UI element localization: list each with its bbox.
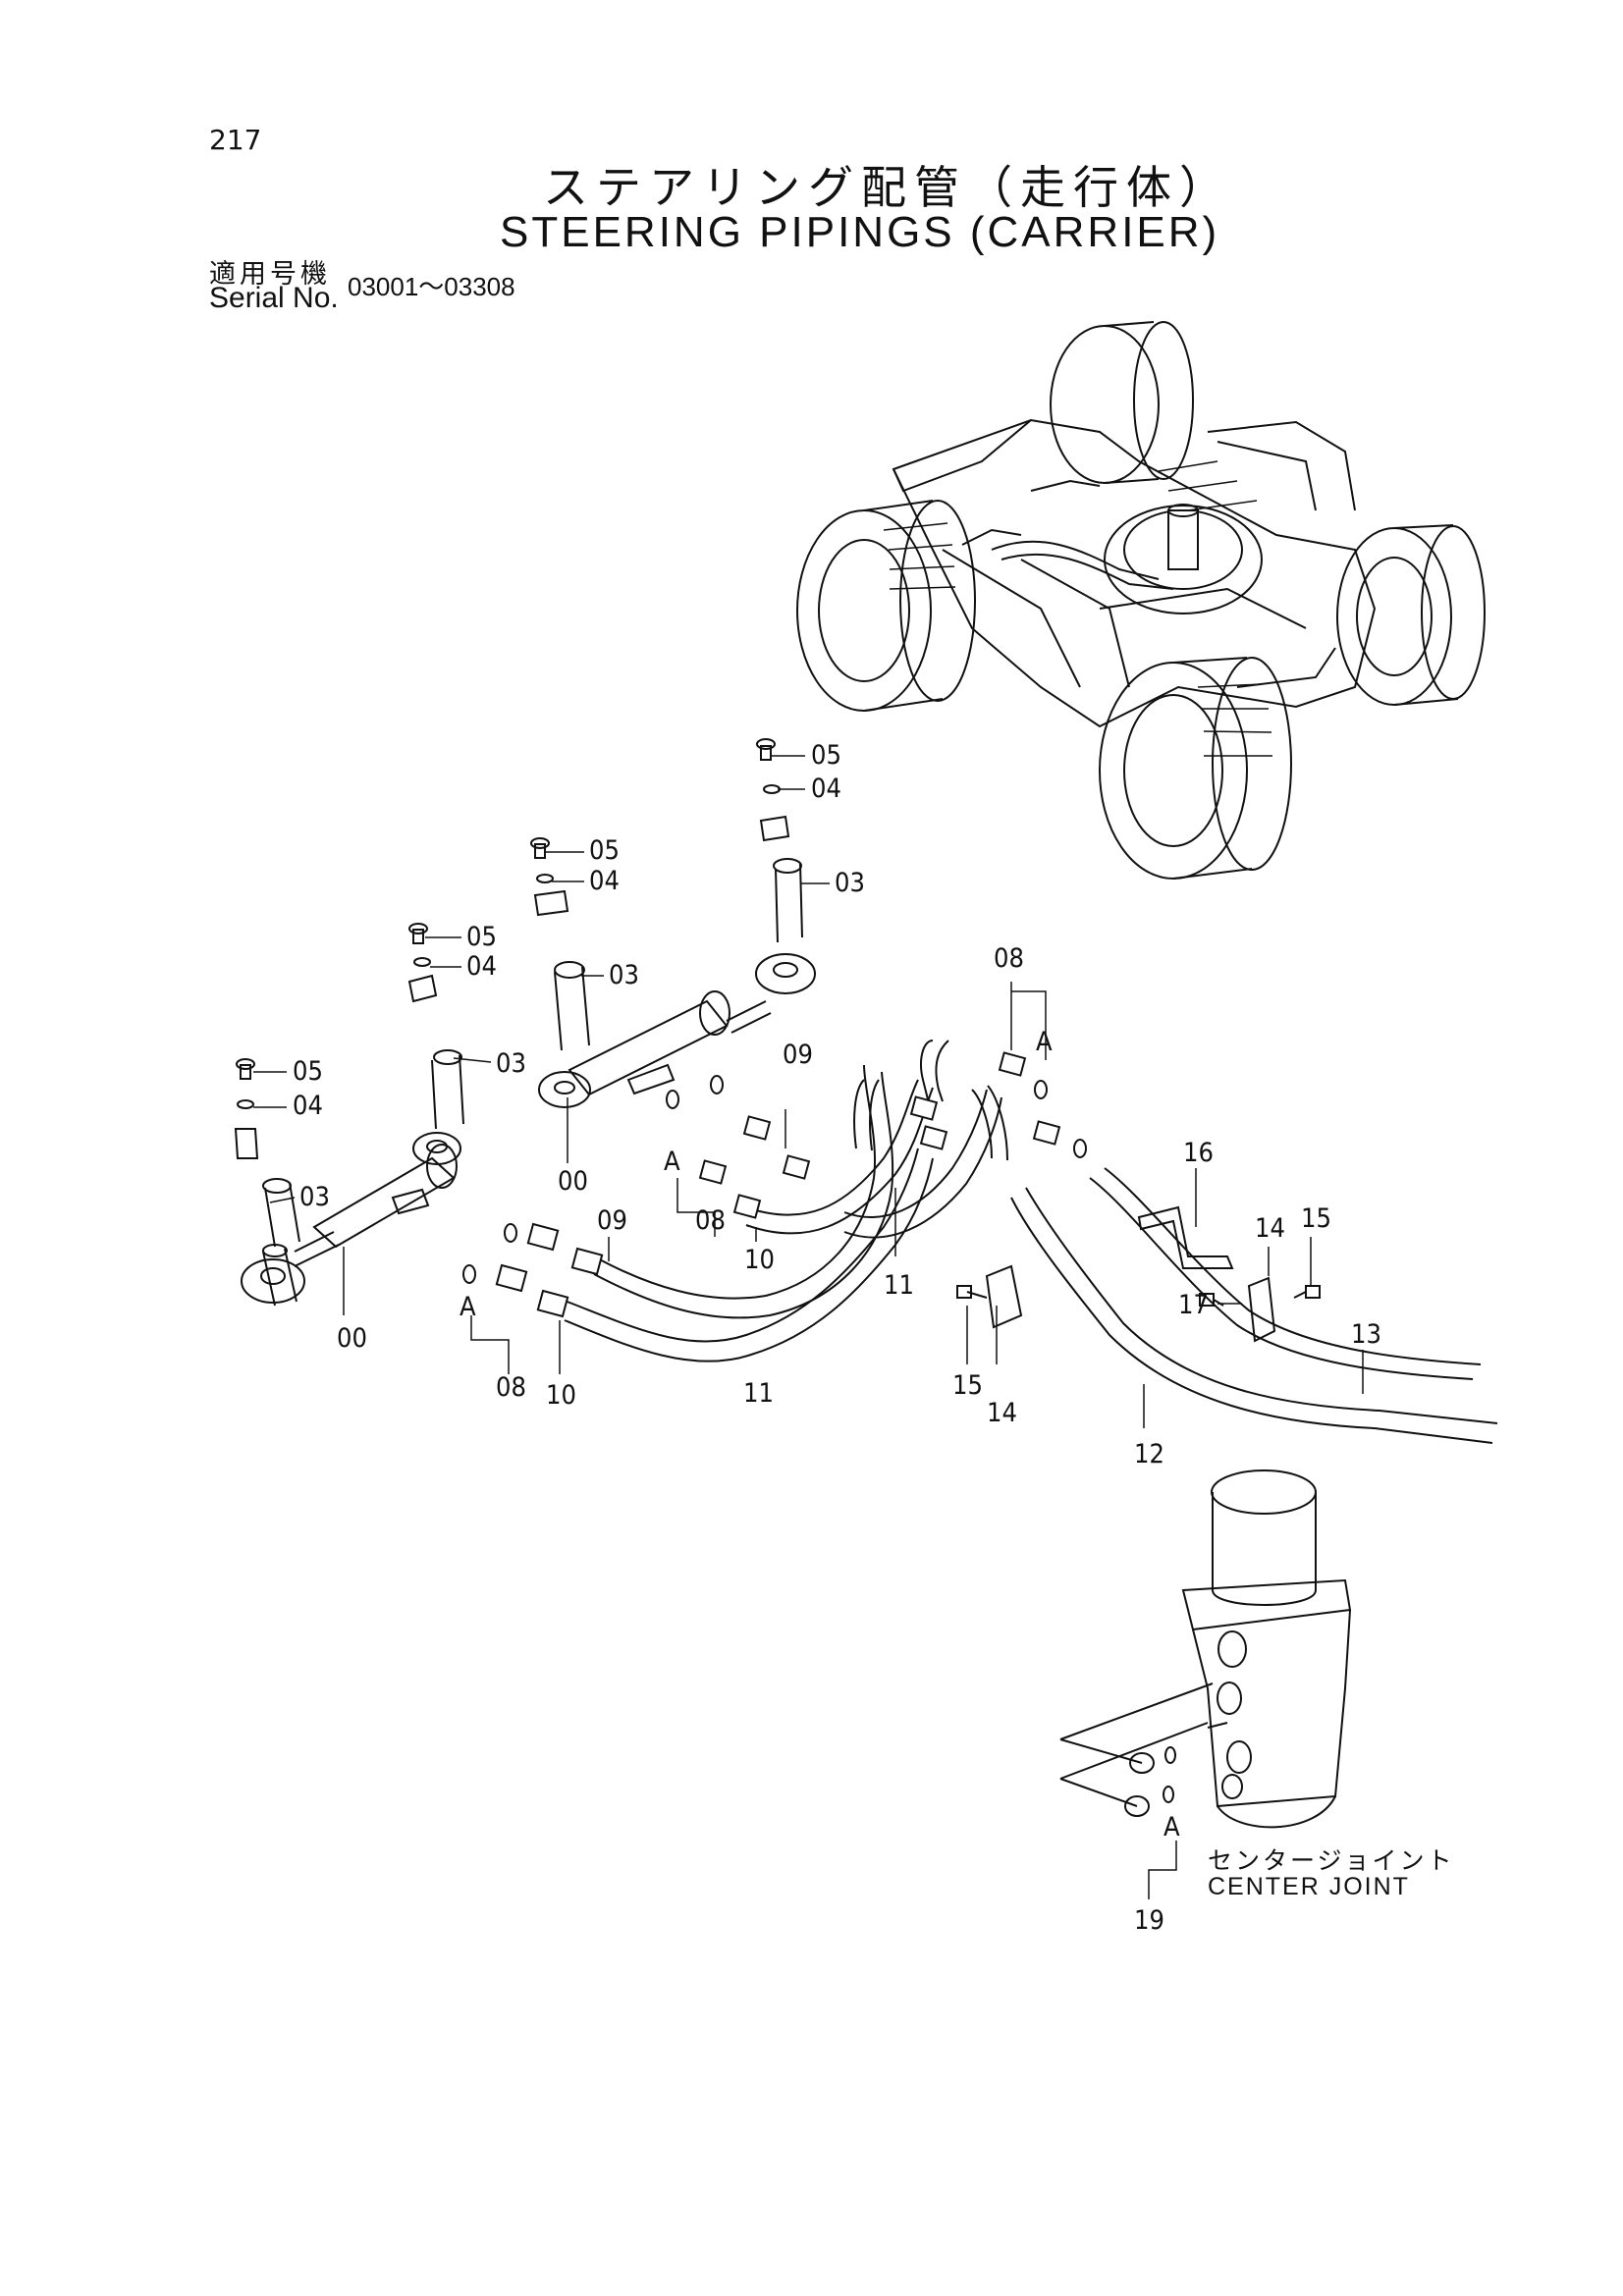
callout-00: 00: [337, 1323, 367, 1354]
center-joint-label-english: CENTER JOINT: [1208, 1873, 1410, 1900]
pin-assembly-3: [530, 837, 590, 1051]
callout-05: 05: [811, 740, 841, 771]
hose-assembly: [462, 1040, 1498, 1444]
callout-09: 09: [597, 1205, 627, 1236]
callout-a: A: [460, 1292, 476, 1322]
callout-17: 17: [1178, 1290, 1209, 1320]
callout-10: 10: [546, 1380, 576, 1411]
pin-assembly-4: [756, 738, 803, 943]
callout-04: 04: [811, 774, 841, 804]
callout-12: 12: [1134, 1439, 1164, 1469]
wheel-front-right: [1099, 657, 1292, 880]
page-title-english: STEERING PIPINGS (CARRIER): [500, 208, 1220, 256]
callout-16: 16: [1183, 1138, 1214, 1168]
callout-05: 05: [466, 922, 497, 952]
steering-cylinder-center: [538, 953, 816, 1108]
callout-03: 03: [496, 1048, 526, 1079]
callout-04: 04: [293, 1091, 323, 1121]
pin-assembly-1: [234, 1058, 300, 1248]
callout-05: 05: [589, 835, 620, 866]
serial-label-japanese: 適用号機: [209, 259, 331, 290]
callout-08: 08: [695, 1205, 726, 1236]
center-joint-illustration: [1059, 1469, 1352, 1829]
page-title-japanese: ステアリング配管（走行体）: [543, 161, 1232, 214]
callout-00: 00: [558, 1166, 588, 1197]
callout-03: 03: [835, 868, 865, 898]
callout-14: 14: [1255, 1213, 1285, 1244]
page-number: 217: [209, 124, 262, 156]
carrier-overview-illustration: [796, 321, 1486, 880]
callout-11: 11: [884, 1270, 914, 1301]
callout-19: 19: [1134, 1905, 1164, 1936]
callout-04: 04: [589, 866, 620, 896]
wheel-rear-left: [1050, 321, 1194, 484]
leader-lines: [253, 755, 1364, 1899]
callout-15: 15: [952, 1370, 983, 1401]
callout-08: 08: [994, 943, 1024, 974]
serial-range: 03001～03308: [348, 272, 515, 301]
callout-09: 09: [783, 1040, 813, 1070]
callout-14: 14: [987, 1398, 1017, 1428]
steering-cylinder-left: [241, 1132, 461, 1304]
callout-05: 05: [293, 1056, 323, 1087]
pin-assembly-2: [407, 923, 464, 1130]
callout-11: 11: [743, 1378, 774, 1409]
callout-a: A: [1163, 1812, 1180, 1842]
callout-a: A: [664, 1147, 680, 1177]
callout-10: 10: [744, 1245, 775, 1275]
pin-assembly-5: [262, 1244, 298, 1307]
wheel-rear-right: [1336, 524, 1486, 706]
callout-15: 15: [1301, 1203, 1331, 1234]
callout-13: 13: [1351, 1319, 1381, 1350]
serial-label-english: Serial No.: [209, 282, 339, 314]
callout-03: 03: [299, 1182, 330, 1212]
callout-03: 03: [609, 960, 639, 990]
callout-a: A: [1036, 1027, 1053, 1057]
callout-08: 08: [496, 1372, 526, 1403]
wheel-front-left: [796, 500, 976, 712]
fitting: [495, 1051, 1061, 1318]
center-joint-label-japanese: センタージョイント: [1208, 1846, 1455, 1875]
callout-04: 04: [466, 951, 497, 982]
callout-labels: 05 04 03 05 04 03 05 04 03 05 04 03 08 A…: [293, 740, 1381, 1936]
